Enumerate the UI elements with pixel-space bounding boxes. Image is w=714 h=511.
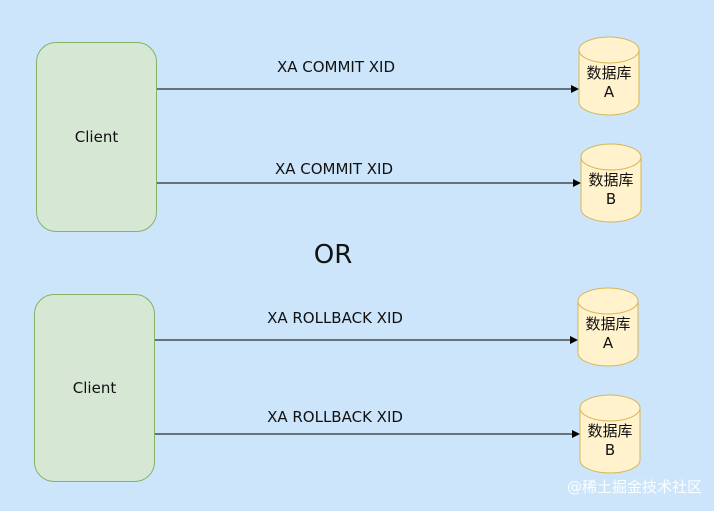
database-id: B	[604, 441, 616, 459]
arrow-label-rollback-b: XA ROLLBACK XID	[267, 408, 403, 426]
database-cylinder-icon	[578, 36, 640, 116]
database-id: A	[602, 334, 614, 352]
arrow-label-commit-b: XA COMMIT XID	[274, 160, 394, 178]
database-label: 数据库 B	[580, 171, 642, 209]
database-id: A	[603, 83, 615, 101]
database-name: 数据库	[585, 315, 631, 333]
client-box-bottom: Client	[34, 294, 155, 482]
client-label: Client	[74, 128, 119, 146]
client-label: Client	[72, 379, 117, 397]
or-separator: OR	[313, 240, 353, 270]
watermark: @稀土掘金技术社区	[566, 478, 702, 496]
client-box-top: Client	[36, 42, 157, 232]
database-a-bottom: 数据库 A	[577, 287, 639, 367]
arrow-label-rollback-a: XA ROLLBACK XID	[267, 309, 403, 327]
database-b-bottom: 数据库 B	[579, 394, 641, 474]
database-b-top: 数据库 B	[580, 143, 642, 223]
database-id: B	[605, 190, 617, 208]
database-name: 数据库	[588, 171, 634, 189]
database-a-top: 数据库 A	[578, 36, 640, 116]
database-name: 数据库	[587, 422, 633, 440]
database-cylinder-icon	[579, 394, 641, 474]
database-cylinder-icon	[577, 287, 639, 367]
database-label: 数据库 A	[577, 315, 639, 353]
arrow-label-commit-a: XA COMMIT XID	[276, 58, 396, 76]
database-name: 数据库	[586, 64, 632, 82]
database-cylinder-icon	[580, 143, 642, 223]
database-label: 数据库 A	[578, 64, 640, 102]
database-label: 数据库 B	[579, 422, 641, 460]
